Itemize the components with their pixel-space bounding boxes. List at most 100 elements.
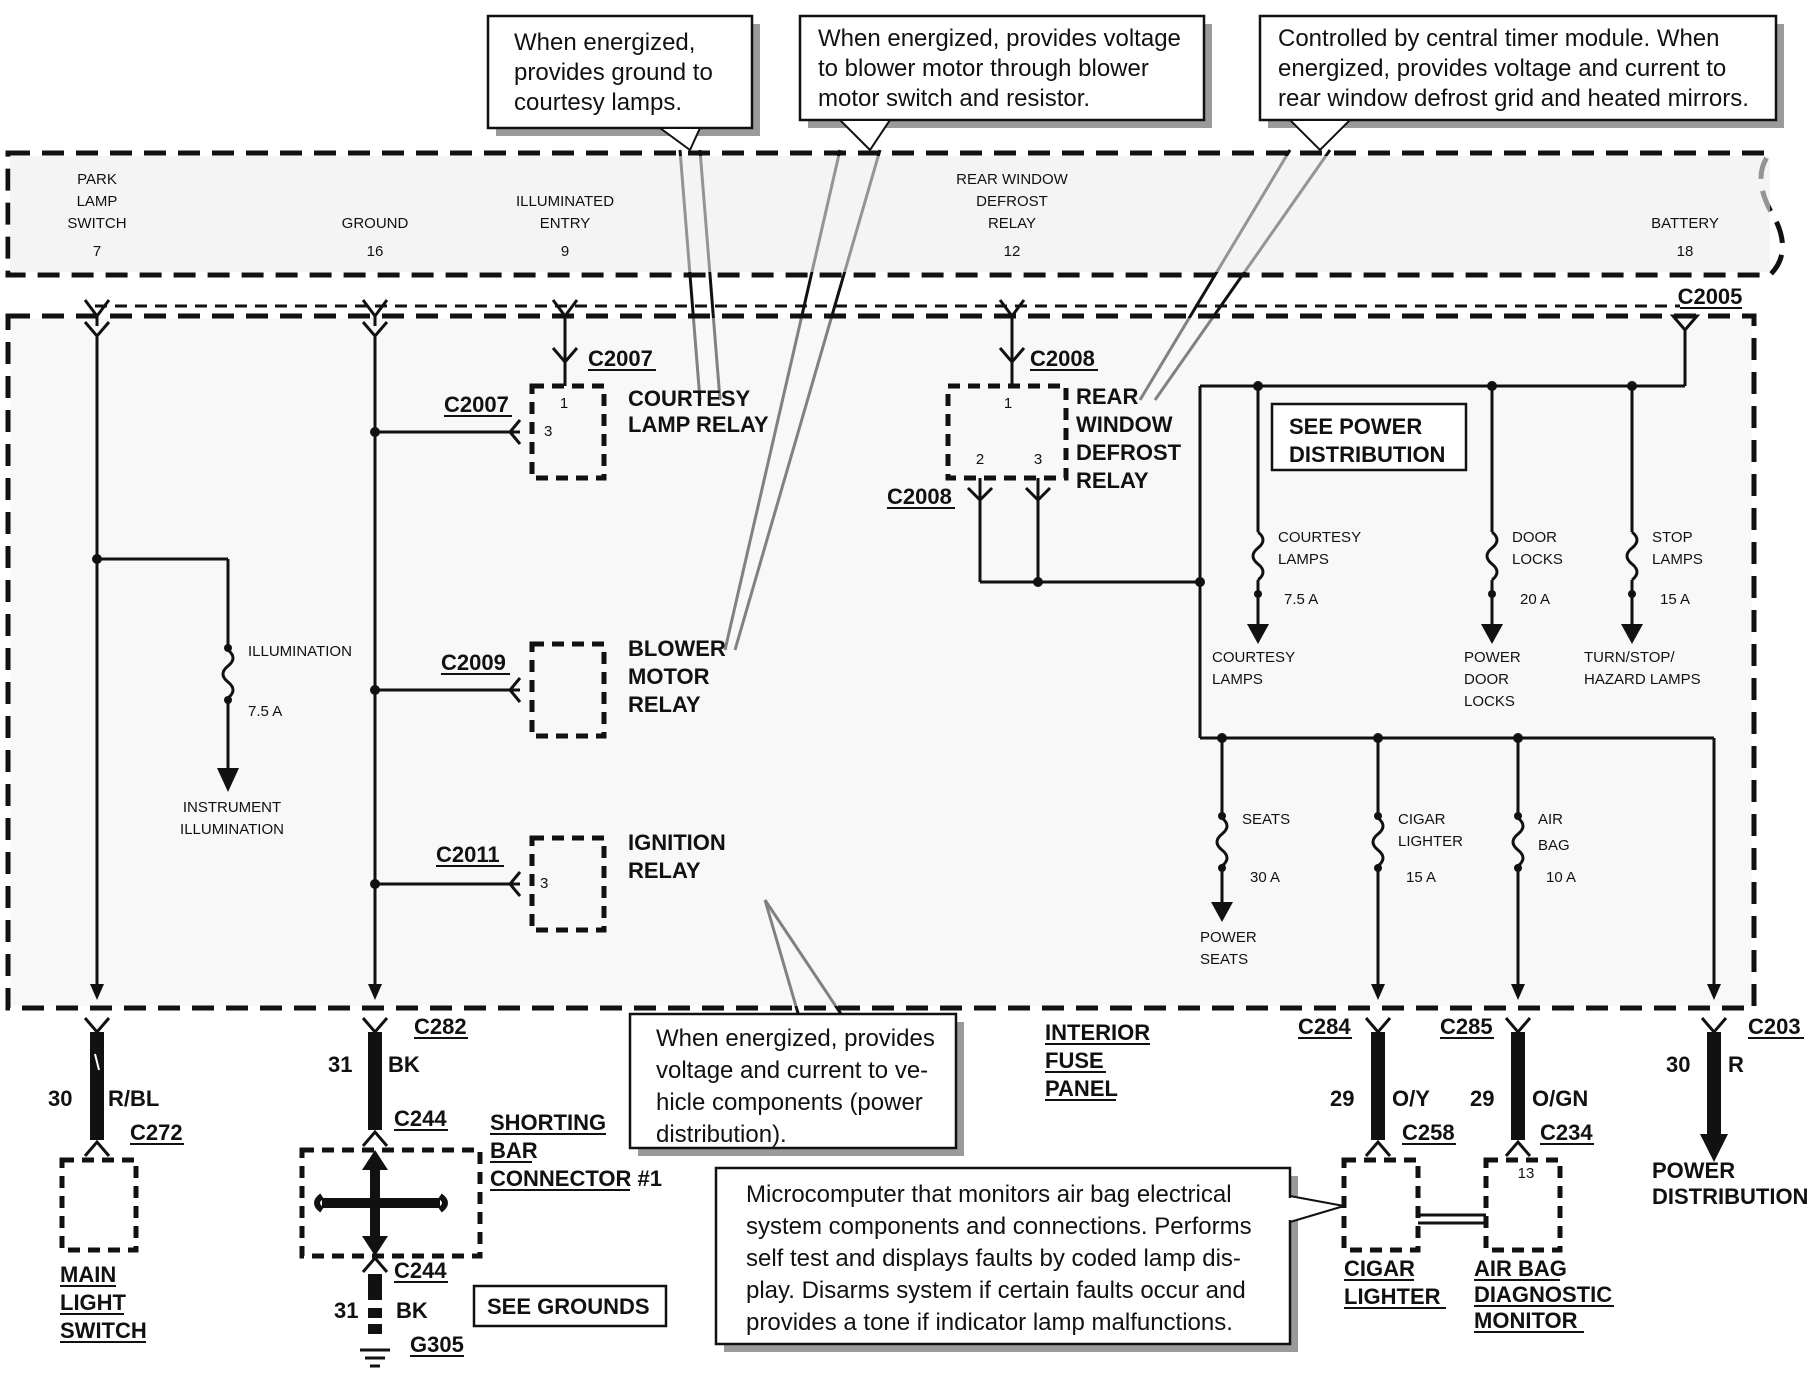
- airbag-label2: DIAGNOSTIC: [1474, 1282, 1612, 1307]
- fuse-door-name1: DOOR: [1512, 529, 1557, 546]
- see-power-line1: SEE POWER: [1289, 414, 1422, 439]
- out-door-1: POWER: [1464, 649, 1521, 666]
- courtesy-lamp-relay: 1 3 C2007 C2007 COURTESY LAMP RELAY: [444, 326, 769, 481]
- connector-c284: C284: [1298, 1014, 1351, 1039]
- callout-defrost-line3: rear window defrost grid and heated mirr…: [1278, 85, 1749, 112]
- rear-relay-label2: WINDOW: [1076, 412, 1173, 437]
- panel-label1: INTERIOR: [1045, 1020, 1150, 1045]
- rear-relay-label3: DEFROST: [1076, 440, 1182, 465]
- connector-c272: C272: [130, 1120, 183, 1145]
- fuse-airbag-name1: AIR: [1538, 811, 1563, 828]
- out-stop-1: TURN/STOP/: [1584, 649, 1675, 666]
- rear-pin2: 2: [976, 451, 984, 468]
- wire-airbag-color: O/GN: [1532, 1086, 1588, 1111]
- pin-ground-number: 16: [367, 243, 384, 260]
- callout-defrost-line1: Controlled by central timer module. When: [1278, 25, 1720, 52]
- fuse-stop-name2: LAMPS: [1652, 551, 1703, 568]
- pin-ground: GROUND 16: [342, 215, 409, 260]
- cigar-label2: LIGHTER: [1344, 1284, 1441, 1309]
- callout-ignition-line2: voltage and current to ve-: [656, 1057, 928, 1084]
- pin-ground-label: GROUND: [342, 215, 409, 232]
- top-pin-connectors: [83, 299, 1701, 339]
- ground-g305: G305: [410, 1332, 464, 1357]
- fuse-illumination-amps: 7.5 A: [248, 703, 282, 720]
- wire-ground-bot-color: BK: [396, 1298, 428, 1323]
- callout-defrost-line2: energized, provides voltage and current …: [1278, 55, 1726, 82]
- airbag-label1: AIR BAG: [1474, 1256, 1567, 1281]
- fuse-seats: SEATS 30 A POWER SEATS: [1200, 738, 1290, 968]
- courtesy-relay-label1: COURTESY: [628, 386, 751, 411]
- fuse-stop-lamps: STOP LAMPS 15 A TURN/STOP/ HAZARD LAMPS: [1584, 386, 1703, 688]
- fuse-illumination-name: ILLUMINATION: [248, 643, 352, 660]
- pin-rear-label2: DEFROST: [976, 193, 1048, 210]
- callout-airbag-line1: Microcomputer that monitors air bag elec…: [746, 1181, 1232, 1208]
- pin-park-number: 7: [93, 243, 101, 260]
- out-seats-1: POWER: [1200, 929, 1257, 946]
- ground-wiring: C282 31 BK C244 SHORTING BAR CONNECTOR #…: [299, 1014, 662, 1368]
- airbag-label3: MONITOR: [1474, 1308, 1578, 1333]
- pin-rear-label1: REAR WINDOW: [956, 171, 1069, 188]
- callout-blower-line1: When energized, provides voltage: [818, 25, 1181, 52]
- see-grounds-text: SEE GROUNDS: [487, 1294, 650, 1319]
- connector-c282: C282: [414, 1014, 467, 1039]
- wire-main-gauge: 30: [48, 1086, 72, 1111]
- connector-c258: C258: [1402, 1120, 1455, 1145]
- out-seats-2: SEATS: [1200, 951, 1248, 968]
- ignition-relay: 3 C2011 IGNITION RELAY: [436, 830, 726, 933]
- ignition-relay-label2: RELAY: [628, 858, 701, 883]
- blower-relay-label3: RELAY: [628, 692, 701, 717]
- pin-battery-label: BATTERY: [1651, 215, 1719, 232]
- connector-c203: C203: [1748, 1014, 1801, 1039]
- airbag-monitor-wiring: C285 29 O/GN C234 13 AIR BAG DIAGNOSTIC …: [1418, 1014, 1614, 1333]
- out-stop-2: HAZARD LAMPS: [1584, 671, 1701, 688]
- callout-defrost-relay: Controlled by central timer module. When…: [1258, 14, 1784, 152]
- airbag-pin13: 13: [1518, 1165, 1535, 1182]
- cigar-label1: CIGAR: [1344, 1256, 1415, 1281]
- wire-power-color: R: [1728, 1052, 1744, 1077]
- panel-label3: PANEL: [1045, 1076, 1118, 1101]
- out-instrument-2: ILLUMINATION: [180, 821, 284, 838]
- shorting-label3: CONNECTOR #1: [490, 1166, 662, 1191]
- courtesy-relay-label2: LAMP RELAY: [628, 412, 769, 437]
- wire-ground-top-gauge: 31: [328, 1052, 352, 1077]
- callout-courtesy-line2: provides ground to: [514, 59, 713, 86]
- panel-label2: FUSE: [1045, 1048, 1104, 1073]
- power-distribution-wiring: C203 30 R POWER DISTRIBUTION: [1652, 1014, 1808, 1209]
- fuse-air-bag: AIR BAG 10 A: [1511, 738, 1576, 1000]
- shorting-label2: BAR: [490, 1138, 538, 1163]
- main-light-label3: SWITCH: [60, 1318, 147, 1343]
- out-door-2: DOOR: [1464, 671, 1509, 688]
- wire-cigar-gauge: 29: [1330, 1086, 1354, 1111]
- out-courtesy-1: COURTESY: [1212, 649, 1295, 666]
- fuse-courtesy-lamps: COURTESY LAMPS 7.5 A COURTESY LAMPS: [1212, 386, 1361, 688]
- wire-power-gauge: 30: [1666, 1052, 1690, 1077]
- pin-rear-window-defrost: REAR WINDOW DEFROST RELAY 12: [956, 171, 1069, 260]
- wire-main-color: R/BL: [108, 1086, 159, 1111]
- pin-park-lamp-switch: PARK LAMP SWITCH 7: [67, 171, 126, 260]
- pin-park-label3: SWITCH: [67, 215, 126, 232]
- fuse-stop-name1: STOP: [1652, 529, 1693, 546]
- connector-c244-top: C244: [394, 1106, 447, 1131]
- pin-park-label2: LAMP: [77, 193, 118, 210]
- fuse-door-locks: DOOR LOCKS 20 A POWER DOOR LOCKS: [1464, 386, 1563, 710]
- pin-illuminated-entry: ILLUMINATED ENTRY 9: [516, 193, 614, 260]
- wire-ground-top-color: BK: [388, 1052, 420, 1077]
- connector-c2008-top: C2008: [1030, 346, 1095, 371]
- power-bus: [1198, 330, 1721, 1000]
- pin-illum-label2: ENTRY: [540, 215, 591, 232]
- rear-pin1: 1: [1004, 395, 1012, 412]
- fuse-cigar-amps: 15 A: [1406, 869, 1436, 886]
- connector-c2007-side: C2007: [444, 392, 509, 417]
- connector-c234: C234: [1540, 1120, 1593, 1145]
- callout-airbag-line5: provides a tone if indicator lamp malfun…: [746, 1309, 1233, 1336]
- power-dist-label1: POWER: [1652, 1158, 1735, 1183]
- fuse-seats-amps: 30 A: [1250, 869, 1280, 886]
- callout-blower-line3: motor switch and resistor.: [818, 85, 1090, 112]
- fuse-courtesy-amps: 7.5 A: [1284, 591, 1318, 608]
- callout-blower-relay: When energized, provides voltage to blow…: [798, 14, 1212, 152]
- ignition-relay-label1: IGNITION: [628, 830, 726, 855]
- power-dist-label2: DISTRIBUTION: [1652, 1184, 1808, 1209]
- callout-courtesy-relay: When energized, provides ground to court…: [486, 14, 760, 152]
